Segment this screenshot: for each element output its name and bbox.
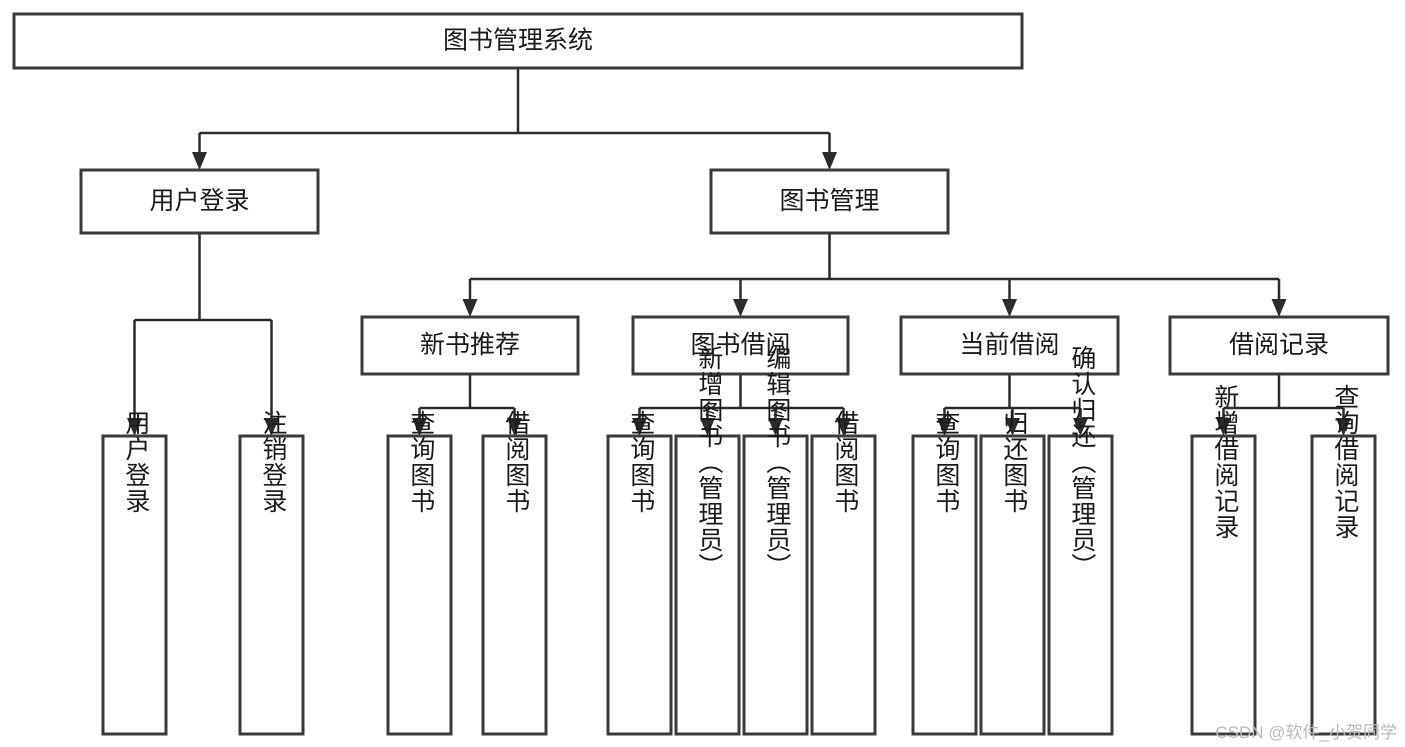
node-box (709, 168, 950, 235)
node-label: 借阅图书 (831, 410, 860, 514)
node-l-add-record[interactable]: 新增借阅记录 (1190, 384, 1257, 736)
node-l-borrow-book-2[interactable]: 借阅图书 (810, 410, 877, 736)
node-label: 新增图书（管理员） (695, 345, 724, 579)
arrow-head-icon (412, 418, 427, 436)
node-l-return-book[interactable]: 归还图书 (979, 410, 1046, 736)
edge-group-root (192, 68, 837, 170)
node-l-query-record[interactable]: 查询借阅记录 (1310, 384, 1377, 736)
node-l-add-book[interactable]: 新增图书（管理员） (674, 345, 741, 736)
node-l-edit-book[interactable]: 编辑图书（管理员） (742, 345, 809, 736)
node-n-new-book-rec[interactable]: 新书推荐 (360, 315, 580, 376)
arrow-head-icon (127, 418, 142, 436)
node-label: 用户登录 (149, 187, 249, 215)
arrow-head-icon (836, 418, 851, 436)
arrow-head-icon (822, 152, 837, 170)
node-label: 归还图书 (1000, 410, 1029, 514)
arrow-head-icon (768, 418, 783, 436)
node-box (1168, 315, 1390, 376)
node-box (1190, 434, 1257, 736)
node-label: 查询图书 (407, 410, 436, 514)
node-label: 注销登录 (259, 410, 288, 514)
node-box (360, 315, 580, 376)
node-box (631, 315, 850, 376)
arrow-head-icon (700, 418, 715, 436)
node-l-confirm-return[interactable]: 确认归还（管理员） (1047, 345, 1114, 736)
node-box (481, 434, 548, 736)
edges-layer (127, 68, 1351, 436)
node-box (386, 434, 453, 736)
node-label: 图书借阅 (690, 331, 790, 359)
arrow-head-icon (1073, 418, 1088, 436)
node-n-user-login[interactable]: 用户登录 (79, 168, 320, 235)
edge-group-n_user_login (127, 233, 279, 436)
node-label: 查询图书 (932, 410, 961, 514)
node-label: 图书管理系统 (443, 27, 593, 55)
node-box (101, 434, 168, 736)
node-label: 新书推荐 (420, 331, 520, 359)
node-label: 查询借阅记录 (1331, 384, 1360, 540)
node-label: 当前借阅 (959, 331, 1059, 359)
node-label: 新增借阅记录 (1211, 384, 1240, 540)
node-box (1310, 434, 1377, 736)
arrow-head-icon (632, 418, 647, 436)
node-l-query-book-1[interactable]: 查询图书 (386, 410, 453, 736)
node-box (1047, 434, 1114, 736)
node-box (674, 434, 741, 736)
node-l-query-book-2[interactable]: 查询图书 (606, 410, 673, 736)
node-label: 确认归还（管理员） (1068, 345, 1097, 579)
edge-group-n_new_book_rec (412, 374, 522, 436)
node-label: 查询图书 (627, 410, 656, 514)
node-label: 编辑图书（管理员） (763, 345, 792, 579)
node-root[interactable]: 图书管理系统 (12, 12, 1024, 70)
node-box (810, 434, 877, 736)
arrow-head-icon (1005, 418, 1020, 436)
arrow-head-icon (462, 299, 478, 317)
edge-group-n_current_borrow (937, 374, 1088, 436)
arrow-head-icon (507, 418, 522, 436)
node-n-borrow-record[interactable]: 借阅记录 (1168, 315, 1390, 376)
node-box (742, 434, 809, 736)
arrow-head-icon (1216, 418, 1231, 436)
node-n-book-borrow[interactable]: 图书借阅 (631, 315, 850, 376)
node-box (238, 434, 305, 736)
node-box (911, 434, 978, 736)
node-l-logout[interactable]: 注销登录 (238, 410, 305, 736)
nodes-layer: 图书管理系统用户登录图书管理新书推荐图书借阅当前借阅借阅记录用户登录注销登录查询… (12, 12, 1390, 736)
node-box (899, 315, 1120, 376)
arrow-head-icon (1271, 299, 1287, 317)
node-label: 图书管理 (779, 187, 879, 215)
arrow-head-icon (1002, 299, 1017, 317)
node-label: 借阅图书 (502, 410, 531, 514)
node-label: 用户登录 (122, 410, 151, 514)
arrow-head-icon (733, 299, 748, 317)
arrow-head-icon (192, 152, 207, 170)
node-box (606, 434, 673, 736)
edge-group-n_book_borrow (632, 374, 851, 436)
node-box (12, 12, 1024, 70)
node-box (979, 434, 1046, 736)
arrow-head-icon (264, 418, 279, 436)
arrow-head-icon (1336, 418, 1351, 436)
node-n-book-manage[interactable]: 图书管理 (709, 168, 950, 235)
node-n-current-borrow[interactable]: 当前借阅 (899, 315, 1120, 376)
edge-group-n_borrow_record (1216, 374, 1351, 436)
node-box (79, 168, 320, 235)
node-l-user-login[interactable]: 用户登录 (101, 410, 168, 736)
node-l-borrow-book-1[interactable]: 借阅图书 (481, 410, 548, 736)
node-label: 借阅记录 (1229, 331, 1329, 359)
node-l-query-book-3[interactable]: 查询图书 (911, 410, 978, 736)
edge-group-n_book_manage (462, 233, 1287, 317)
arrow-head-icon (937, 418, 952, 436)
